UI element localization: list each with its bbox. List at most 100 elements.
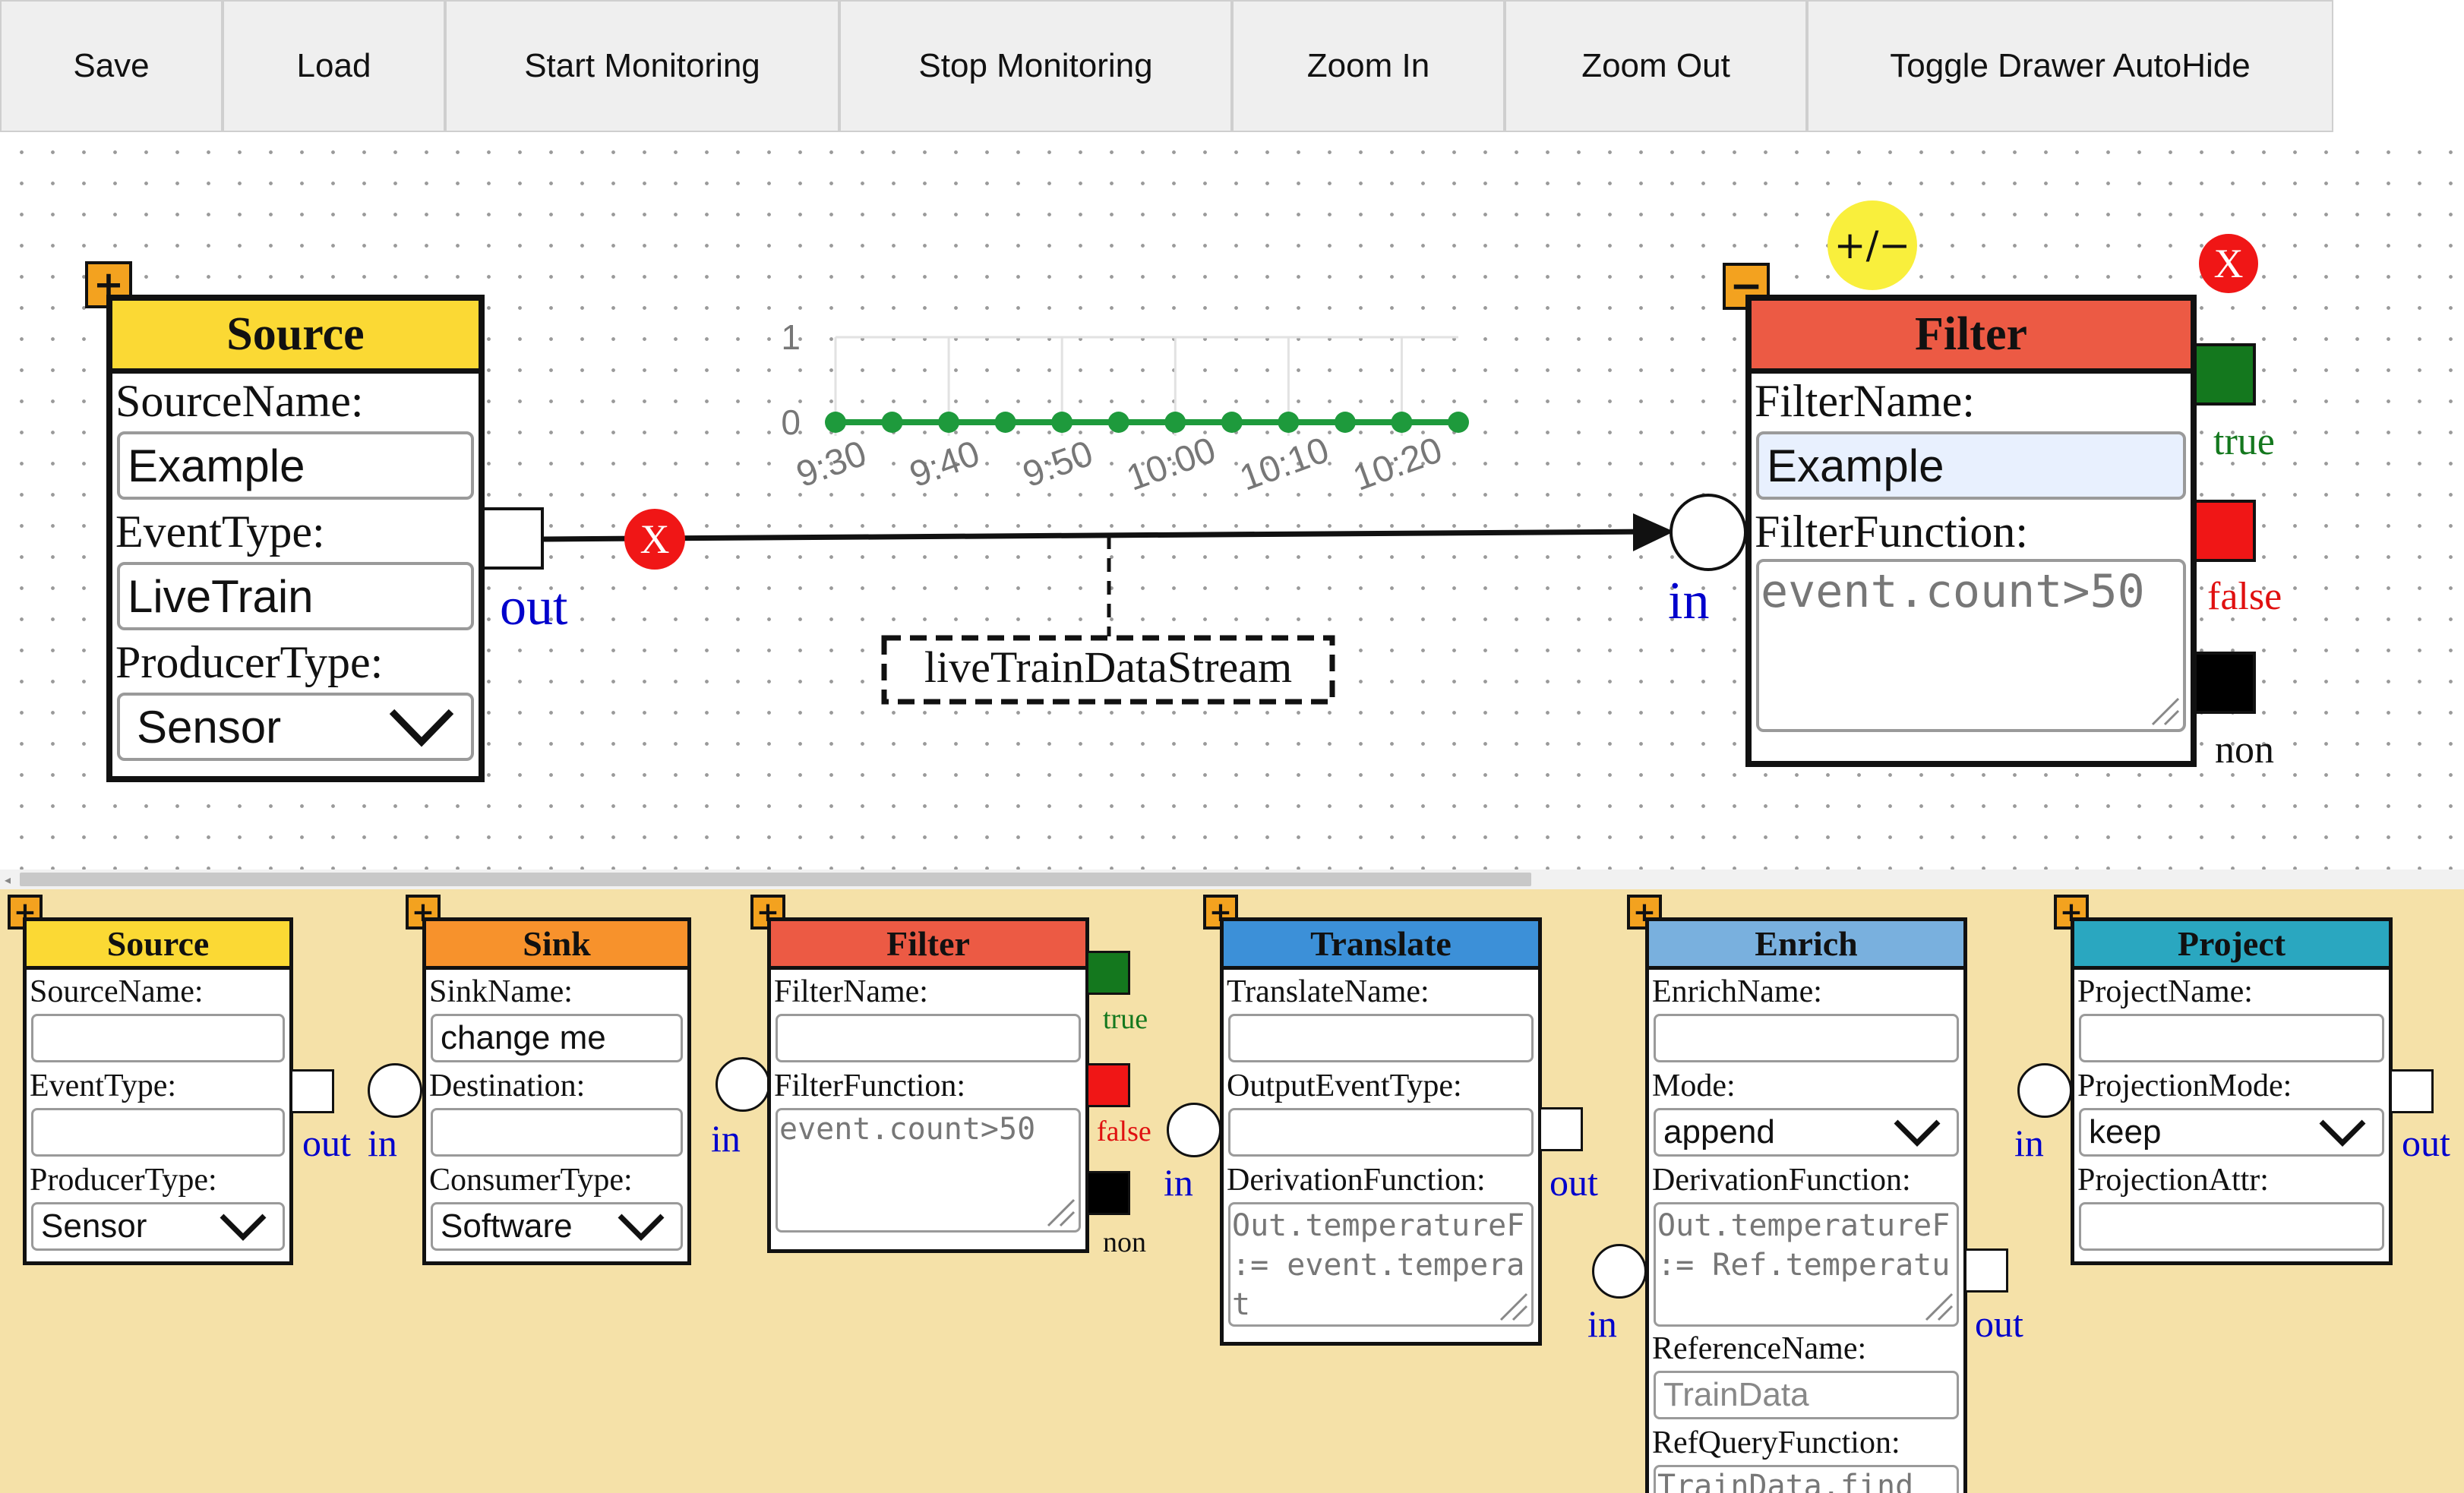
drawer-consumer-type-select[interactable]: Software — [431, 1202, 683, 1251]
drawer-filter-node[interactable]: Filter FilterName: FilterFunction: event… — [767, 917, 1089, 1253]
scrollbar-thumb[interactable] — [20, 873, 1531, 886]
drawer-destination-input[interactable] — [431, 1108, 683, 1157]
drawer-sink-title: Sink — [426, 921, 687, 970]
drawer-enrich-derivation-value: Out.temperatureF := Ref.temperatu — [1657, 1208, 1951, 1283]
zoom-out-button[interactable]: Zoom Out — [1505, 0, 1807, 132]
drawer-producer-type-value: Sensor — [41, 1207, 147, 1245]
drawer-project-name-input[interactable] — [2079, 1014, 2384, 1062]
drawer-sink-name-input[interactable]: change me — [431, 1014, 683, 1062]
drawer-enrich-in-port[interactable] — [1592, 1244, 1647, 1299]
drawer-sink-in-port[interactable] — [368, 1063, 422, 1118]
drawer-filter-non-label: non — [1103, 1226, 1146, 1258]
source-out-port[interactable] — [482, 507, 544, 570]
scroll-left-icon[interactable]: ◂ — [5, 873, 11, 887]
drawer-destination-label: Destination: — [429, 1068, 586, 1103]
drawer-source-title: Source — [27, 921, 289, 970]
drawer-source-node[interactable]: Source SourceName: EventType: ProducerTy… — [23, 917, 293, 1265]
drawer-translate-out-port[interactable] — [1539, 1107, 1583, 1151]
save-button[interactable]: Save — [0, 0, 223, 132]
zoom-in-button[interactable]: Zoom In — [1232, 0, 1505, 132]
producer-type-value: Sensor — [137, 701, 282, 753]
drawer-translate-derivation-textarea[interactable]: Out.temperatureF := event.temperat — [1228, 1202, 1534, 1327]
drawer-source-out-label: out — [302, 1122, 351, 1164]
canvas-horizontal-scrollbar[interactable]: ◂ — [0, 870, 2464, 889]
drawer-translate-derivation-value: Out.temperatureF := event.temperat — [1232, 1208, 1525, 1322]
drawer-project-in-port[interactable] — [2017, 1063, 2072, 1118]
chevron-down-icon — [618, 1214, 665, 1241]
filter-function-label: FilterFunction: — [1755, 507, 2028, 557]
drawer-enrich-derivation-textarea[interactable]: Out.temperatureF := Ref.temperatu — [1654, 1202, 1959, 1327]
drawer-filter-function-textarea[interactable]: event.count>50 — [776, 1108, 1081, 1233]
filter-node[interactable]: Filter FilterName: Example FilterFunctio… — [1745, 295, 2197, 767]
drawer-filter-title: Filter — [771, 921, 1085, 970]
drawer-projection-mode-label: ProjectionMode: — [2077, 1068, 2292, 1103]
drawer-consumer-type-label: ConsumerType: — [429, 1163, 633, 1198]
drawer-enrich-in-label: in — [1587, 1302, 1617, 1345]
drawer-filter-false-port[interactable] — [1086, 1063, 1130, 1107]
drawer-translate-out-label: out — [1549, 1161, 1598, 1204]
drawer-filter-true-port[interactable] — [1086, 951, 1130, 995]
drawer-reference-name-input[interactable]: TrainData — [1654, 1371, 1959, 1419]
drawer-projection-attr-label: ProjectionAttr: — [2077, 1163, 2269, 1198]
drawer-mode-label: Mode: — [1652, 1068, 1736, 1103]
drawer-ref-query-value: TrainData.find — [1657, 1469, 1914, 1493]
event-type-label: EventType: — [115, 507, 325, 557]
start-monitoring-button[interactable]: Start Monitoring — [445, 0, 839, 132]
drawer-source-name-input[interactable] — [31, 1014, 285, 1062]
drawer-enrich-name-input[interactable] — [1654, 1014, 1959, 1062]
drawer-filter-name-input[interactable] — [776, 1014, 1081, 1062]
resize-grip-icon[interactable] — [2150, 696, 2180, 726]
drawer-filter-in-label: in — [711, 1117, 741, 1160]
drawer-translate-node[interactable]: Translate TranslateName: OutputEventType… — [1220, 917, 1542, 1346]
source-name-label: SourceName: — [115, 376, 364, 426]
filter-false-label: false — [2207, 575, 2282, 618]
filter-false-port[interactable] — [2194, 500, 2256, 562]
resize-grip-icon[interactable] — [1923, 1291, 1954, 1321]
producer-type-select[interactable]: Sensor — [117, 693, 474, 761]
drawer-enrich-out-port[interactable] — [1964, 1248, 2008, 1293]
drawer-output-event-type-input[interactable] — [1228, 1108, 1534, 1157]
drawer-source-out-port[interactable] — [290, 1069, 334, 1113]
drawer-project-title: Project — [2074, 921, 2389, 970]
stop-monitoring-button[interactable]: Stop Monitoring — [839, 0, 1232, 132]
drawer-consumer-type-value: Software — [441, 1207, 573, 1245]
drawer-sink-node[interactable]: Sink SinkName: change me Destination: Co… — [422, 917, 691, 1265]
toggle-drawer-autohide-button[interactable]: Toggle Drawer AutoHide — [1807, 0, 2333, 132]
source-out-label: out — [500, 578, 568, 636]
drawer-projection-mode-select[interactable]: keep — [2079, 1108, 2384, 1157]
source-node[interactable]: Source SourceName: Example EventType: Li… — [106, 295, 485, 782]
filter-name-input[interactable]: Example — [1756, 431, 2186, 500]
filter-expand-toggle[interactable]: +/− — [1827, 200, 1917, 290]
filter-true-port[interactable] — [2194, 343, 2256, 406]
connection-delete-button[interactable]: X — [624, 509, 685, 570]
chevron-down-icon — [2319, 1119, 2366, 1147]
filter-non-label: non — [2215, 728, 2274, 772]
filter-non-port[interactable] — [2194, 652, 2256, 714]
drawer-project-name-label: ProjectName: — [2077, 974, 2253, 1009]
drawer-translate-in-label: in — [1164, 1161, 1193, 1204]
drawer-projection-attr-input[interactable] — [2079, 1202, 2384, 1251]
resize-grip-icon[interactable] — [1498, 1291, 1528, 1321]
filter-name-label: FilterName: — [1755, 376, 1975, 426]
drawer-project-node[interactable]: Project ProjectName: ProjectionMode: kee… — [2071, 917, 2393, 1265]
resize-grip-icon[interactable] — [1045, 1197, 1076, 1227]
drawer-producer-type-select[interactable]: Sensor — [31, 1202, 285, 1251]
drawer-translate-name-input[interactable] — [1228, 1014, 1534, 1062]
filter-delete-button[interactable]: X — [2199, 234, 2258, 293]
drawer-filter-non-port[interactable] — [1086, 1171, 1130, 1215]
drawer-mode-select[interactable]: append — [1654, 1108, 1959, 1157]
source-name-input[interactable]: Example — [117, 431, 474, 500]
drawer-enrich-node[interactable]: Enrich EnrichName: Mode: append Derivati… — [1645, 917, 1967, 1493]
filter-function-textarea[interactable]: event.count>50 — [1756, 559, 2186, 732]
event-type-input[interactable]: LiveTrain — [117, 562, 474, 630]
drawer-translate-in-port[interactable] — [1167, 1103, 1221, 1157]
drawer-enrich-out-label: out — [1975, 1302, 2023, 1345]
load-button[interactable]: Load — [223, 0, 445, 132]
drawer-project-out-port[interactable] — [2390, 1069, 2434, 1113]
drawer-event-type-input[interactable] — [31, 1108, 285, 1157]
drawer-filter-in-port[interactable] — [716, 1057, 770, 1112]
filter-in-port[interactable] — [1670, 494, 1747, 571]
drawer-producer-type-label: ProducerType: — [30, 1163, 217, 1198]
drawer-ref-query-textarea[interactable]: TrainData.find — [1654, 1465, 1959, 1493]
drawer-output-event-type-label: OutputEventType: — [1227, 1068, 1462, 1103]
